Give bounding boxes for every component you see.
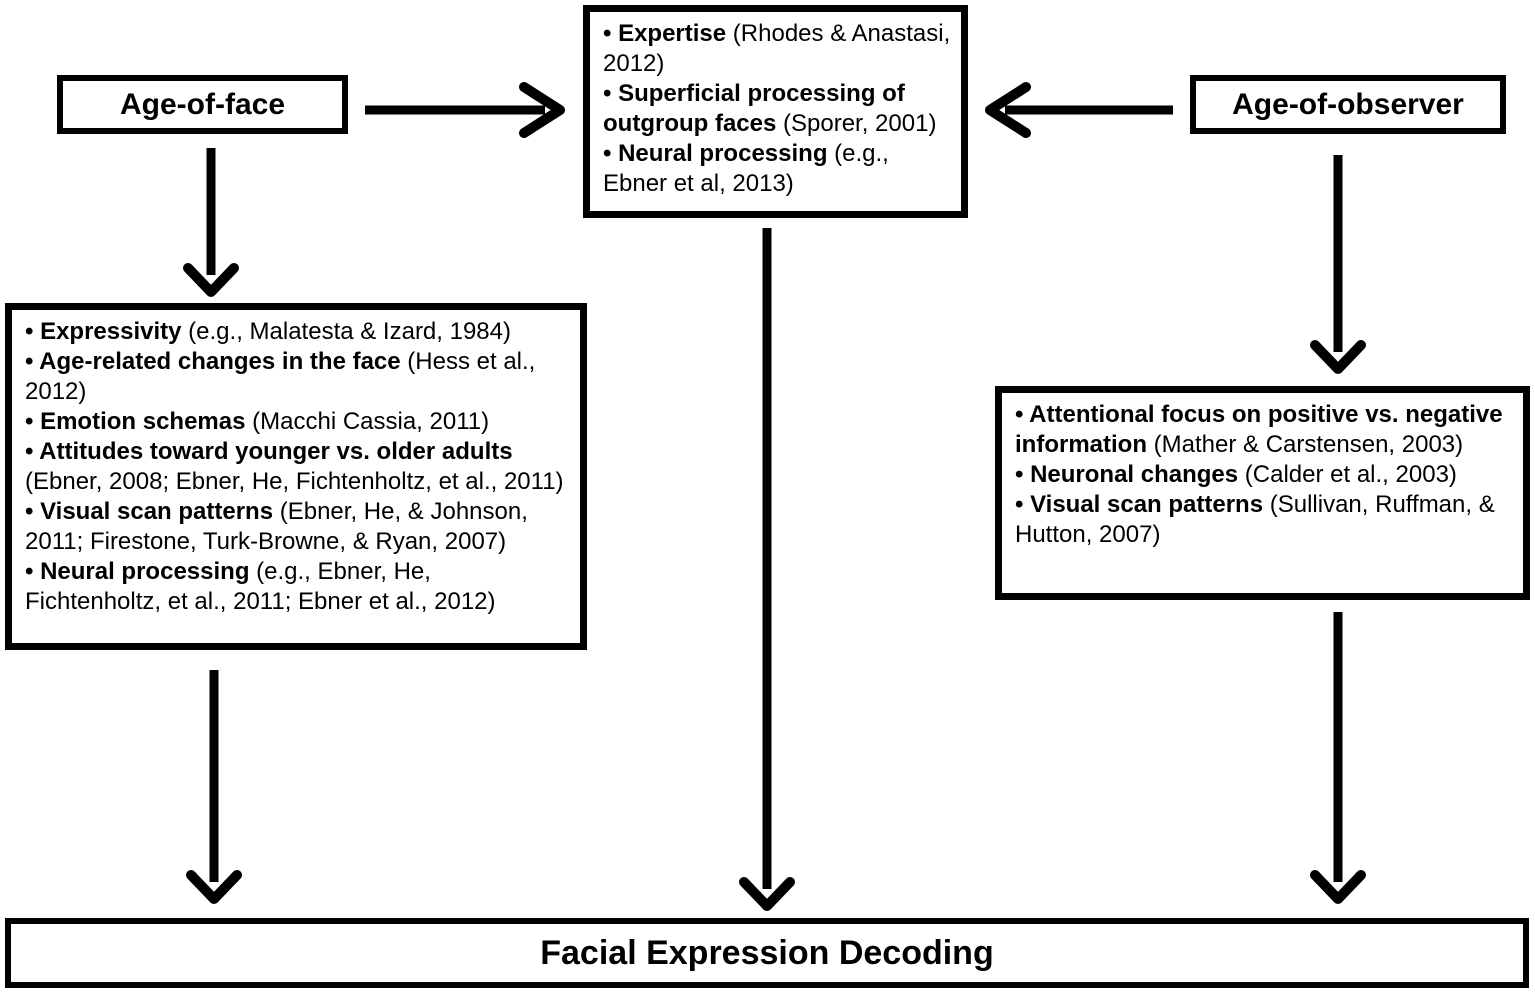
bullet-item: • Neural processing (e.g., Ebner et al, … [603,139,951,199]
bullet-term: • Visual scan patterns [25,498,274,525]
bullet-citation: (Sullivan, Ruffman, & Hutton, 2007) [1015,491,1495,548]
bullet-citation: (Macchi Cassia, 2011) [245,408,490,435]
bullet-item: • Expertise (Rhodes & Anastasi, 2012) [603,19,951,79]
node-mechanisms: • Expertise (Rhodes & Anastasi, 2012) • … [583,5,968,218]
bullet-item: • Visual scan patterns (Ebner, He, & Joh… [25,497,570,557]
node-observer-factors: • Attentional focus on positive vs. nega… [995,386,1530,600]
bullet-item: • Visual scan patterns (Sullivan, Ruffma… [1015,490,1513,550]
arrow-age-of-face-to-mechanisms [365,82,565,138]
arrow-mechanisms-to-outcome [739,228,795,911]
bullet-term: • Neuronal changes [1015,461,1239,488]
bullet-term: • Expertise [603,20,727,47]
bullet-citation: (e.g., Malatesta & Izard, 1984) [181,318,511,345]
node-age-of-face: Age-of-face [57,75,348,134]
arrow-observer-factors-to-outcome [1310,612,1366,904]
bullet-item: • Attentional focus on positive vs. nega… [1015,400,1513,460]
node-face-factors: • Expressivity (e.g., Malatesta & Izard,… [5,303,587,650]
arrow-age-of-observer-to-mechanisms [985,82,1173,138]
bullet-item: • Attitudes toward younger vs. older adu… [25,437,570,497]
bullet-citation: (e.g., Ebner, He, Fichtenholtz, et al., … [25,558,496,615]
bullet-citation: (Ebner, He, & Johnson, 2011; Firestone, … [25,498,528,555]
bullet-term: • Age-related changes in the face [25,348,401,375]
node-outcome-label: Facial Expression Decoding [540,933,994,972]
bullet-citation: (Mather & Carstensen, 2003) [1147,431,1464,458]
bullet-term: • Neural processing [25,558,250,585]
node-outcome: Facial Expression Decoding [5,918,1529,988]
bullet-term: • Neural processing [603,140,828,167]
bullet-term: • Superficial processing of outgroup fac… [603,80,905,137]
node-age-of-observer: Age-of-observer [1190,75,1506,134]
bullet-citation: (Calder et al., 2003) [1238,461,1457,488]
bullet-item: • Superficial processing of outgroup fac… [603,79,951,139]
bullet-citation: (Ebner, 2008; Ebner, He, Fichtenholtz, e… [25,468,564,495]
arrow-face-factors-to-outcome [186,670,242,904]
bullet-citation: (Sporer, 2001) [776,110,937,137]
bullet-term: • Visual scan patterns [1015,491,1264,518]
bullet-term: • Attentional focus on positive vs. nega… [1015,401,1503,458]
bullet-item: • Age-related changes in the face (Hess … [25,347,570,407]
arrow-age-of-face-to-face-factors [183,148,239,297]
bullet-item: • Neural processing (e.g., Ebner, He, Fi… [25,557,570,617]
bullet-term: • Expressivity [25,318,182,345]
bullet-term: • Attitudes toward younger vs. older adu… [25,438,513,465]
node-age-of-observer-label: Age-of-observer [1232,87,1464,121]
bullet-item: • Expressivity (e.g., Malatesta & Izard,… [25,317,570,347]
bullet-citation: (e.g., Ebner et al, 2013) [603,140,889,197]
bullet-citation: (Hess et al., 2012) [25,348,536,405]
bullet-item: • Emotion schemas (Macchi Cassia, 2011) [25,407,570,437]
bullet-citation: (Rhodes & Anastasi, 2012) [603,20,951,77]
node-age-of-face-label: Age-of-face [119,87,285,121]
arrow-age-of-observer-to-observer-factors [1310,155,1366,374]
bullet-item: • Neuronal changes (Calder et al., 2003) [1015,460,1513,490]
bullet-term: • Emotion schemas [25,408,246,435]
